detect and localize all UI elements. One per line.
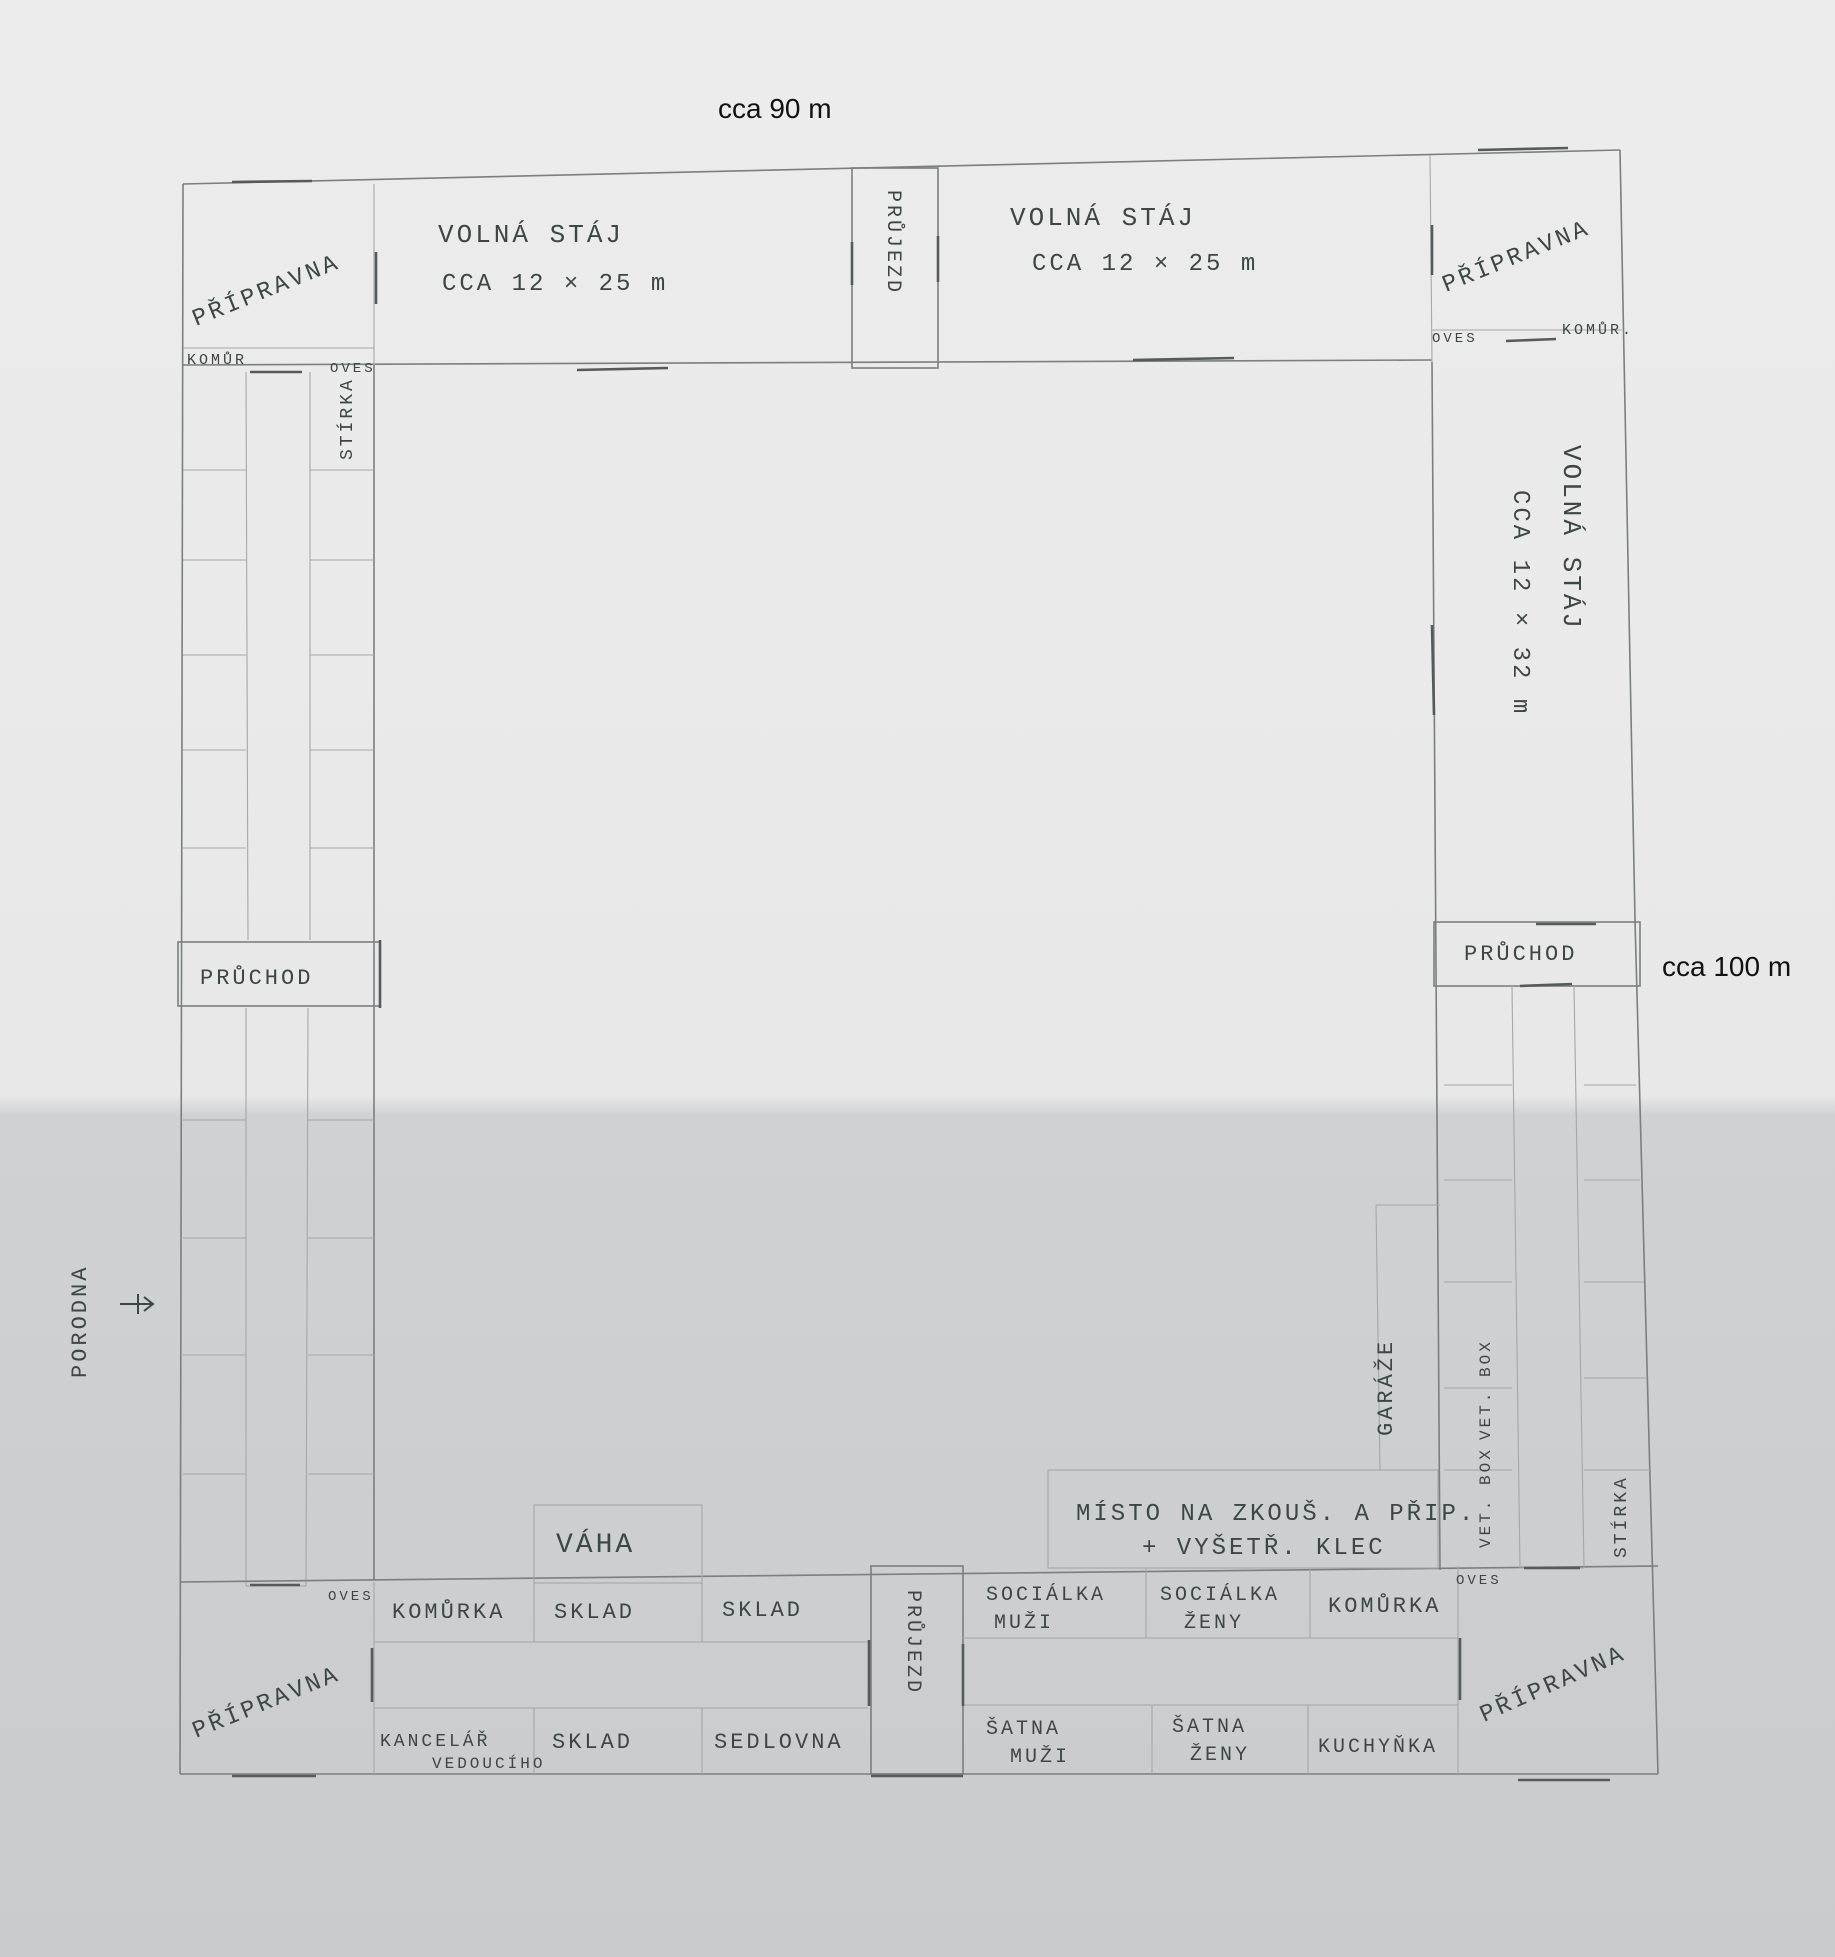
restroom-men-line1: SOCIÁLKA [986, 1583, 1106, 1607]
driveway-south: PRŮJEZD [901, 1590, 925, 1695]
stable-ne-size: CCA 12 × 25 m [1032, 251, 1258, 278]
testing-area-line1: MÍSTO NA ZKOUŠ. A PŘIP. [1076, 1499, 1476, 1528]
prep-room-nw: PŘÍPRAVNA [189, 249, 345, 334]
restroom-men-line2: MUŽI [994, 1611, 1054, 1635]
wash-room-e: STÍRKA [1610, 1475, 1632, 1558]
locker-room-men-line2: MUŽI [1010, 1745, 1070, 1769]
warehouse-3: SKLAD [552, 1730, 633, 1755]
oats-ne: OVES [1432, 331, 1478, 347]
scale-room: VÁHA [556, 1529, 635, 1561]
stable-nw-size: CCA 12 × 25 m [442, 271, 668, 298]
oats-nw: OVES [330, 361, 376, 377]
storage-ne: KOMŮR. [1562, 321, 1634, 339]
west-wing [177, 365, 382, 1587]
oats-sw: OVES [328, 1589, 374, 1605]
stable-ne-title: VOLNÁ STÁJ [1010, 203, 1196, 233]
birthing-room: PORODNA [68, 1265, 93, 1378]
restroom-women-line2: ŽENY [1184, 1611, 1244, 1635]
storeroom-s1: KOMŮRKA [392, 1598, 505, 1625]
storage-nw: KOMŮR [187, 351, 247, 369]
wash-room-w: STÍRKA [336, 377, 358, 460]
room-labels: VOLNÁ STÁJ CCA 12 × 25 m VOLNÁ STÁJ CCA … [68, 190, 1634, 1773]
garages: GARÁŽE [1373, 1339, 1399, 1436]
manager-office-line2: VEDOUCÍHO [432, 1754, 545, 1773]
warehouse-2: SKLAD [722, 1598, 803, 1623]
stable-e-title: VOLNÁ STÁJ [1556, 445, 1586, 631]
driveway-north: PRŮJEZD [881, 190, 905, 295]
stable-nw-title: VOLNÁ STÁJ [438, 220, 624, 250]
arrow-right-icon [120, 1294, 155, 1314]
prep-room-sw: PŘÍPRAVNA [189, 1661, 345, 1746]
testing-area-line2: + VYŠETŘ. KLEC [1142, 1533, 1386, 1562]
locker-room-women-line1: ŠATNA [1172, 1715, 1247, 1739]
tack-room: SEDLOVNA [714, 1730, 844, 1755]
storeroom-s2: KOMŮRKA [1328, 1592, 1441, 1619]
prep-room-ne: PŘÍPRAVNA [1439, 215, 1595, 300]
passage-west: PRŮCHOD [200, 964, 313, 991]
manager-office-line1: KANCELÁŘ [380, 1730, 490, 1752]
oats-se: OVES [1456, 1573, 1502, 1589]
restroom-women-line1: SOCIÁLKA [1160, 1583, 1280, 1607]
locker-room-men-line1: ŠATNA [986, 1717, 1061, 1741]
vet-box-1: VET. BOX [1477, 1339, 1495, 1440]
south-wing [179, 1469, 1659, 1782]
north-wing [182, 146, 1622, 374]
kitchenette: KUCHYŇKA [1318, 1735, 1438, 1759]
stable-e-size: CCA 12 × 32 m [1506, 490, 1533, 716]
warehouse-1: SKLAD [554, 1600, 635, 1625]
dimension-right: cca 100 m [1662, 951, 1791, 982]
dimension-top: cca 90 m [718, 93, 832, 124]
east-wing [1375, 361, 1650, 1571]
prep-room-se: PŘÍPRAVNA [1476, 1640, 1630, 1729]
locker-room-women-line2: ŽENY [1190, 1743, 1250, 1767]
vet-box-2: VET. BOX [1477, 1447, 1495, 1548]
passage-east: PRŮCHOD [1464, 940, 1577, 967]
